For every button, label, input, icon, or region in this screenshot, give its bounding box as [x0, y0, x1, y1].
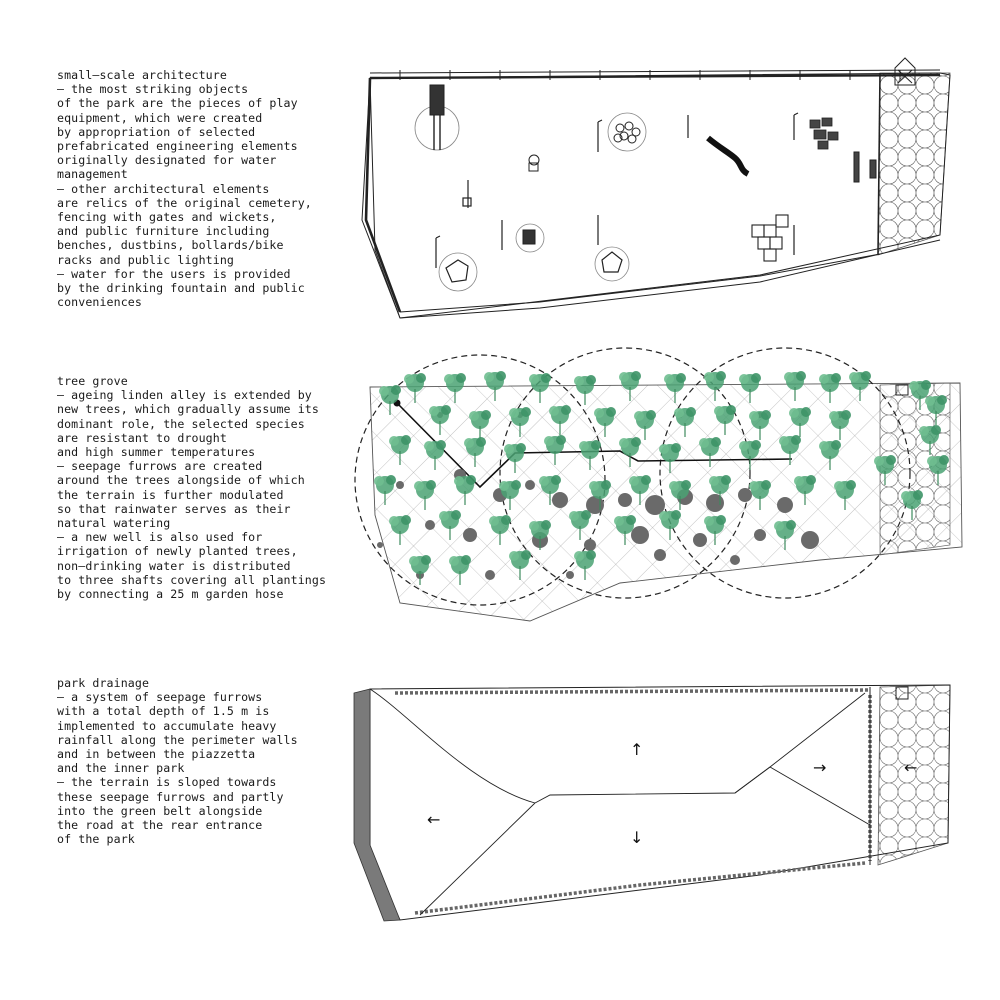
text-line: – the most striking objects [57, 82, 249, 97]
site-plan-drainage [353, 684, 951, 922]
text-line: these seepage furrows and partly [57, 789, 284, 804]
text-line: are resistant to drought [57, 430, 227, 445]
text-line: irrigation of newly planted trees, [57, 544, 298, 559]
slope-ridge-lines [369, 688, 871, 916]
drinking-fountain-icon [528, 154, 540, 172]
garden-hose-line [396, 402, 793, 489]
park-outline [369, 72, 951, 319]
drainage-arrow-down-icon: ↓ [630, 828, 644, 847]
seepage-furrows [394, 688, 872, 915]
section-park-drainage: park drainage – a system of seepage furr… [57, 676, 347, 846]
perimeter-wall [353, 688, 401, 922]
section-tree-grove: tree grove – ageing linden alley is exte… [57, 374, 347, 601]
text-line: rainfall along the perimeter walls [57, 732, 298, 747]
text-line: non–drinking water is distributed [57, 558, 291, 573]
text-line: are relics of the original cemetery, [57, 195, 312, 210]
text-line: originally designated for water [57, 153, 277, 168]
text-line: – other architectural elements [57, 181, 270, 196]
bench-icon [853, 151, 877, 183]
play-equipment-pipes [607, 112, 647, 152]
drainage-arrow-piazzetta-icon: ← [904, 758, 918, 777]
text-line: management [57, 167, 128, 182]
text-line: equipment, which were created [57, 110, 263, 125]
piazzetta-paving [877, 72, 951, 256]
drainage-arrow-right-icon: → [813, 758, 827, 777]
text-line: – a system of seepage furrows [57, 690, 263, 705]
text-line: benches, dustbins, bollards/bike [57, 238, 284, 253]
grove-outline [369, 382, 963, 622]
irrigation-radius-circles [354, 347, 911, 606]
text-line: the road at the rear entrance [57, 818, 263, 833]
play-equipment-rocks-right [594, 246, 630, 282]
text-line: of the park are the pieces of play [57, 96, 298, 111]
play-equipment-cube [515, 223, 545, 253]
text-line: by the drinking fountain and public [57, 281, 305, 296]
text-line: and the inner park [57, 761, 185, 776]
play-equipment-rocks-left [438, 252, 478, 292]
text-line: dominant role, the selected species [57, 416, 305, 431]
text-line: with a total depth of 1.5 m is [57, 704, 270, 719]
site-plan-architecture [361, 57, 951, 319]
text-line: so that rainwater serves as their [57, 501, 291, 516]
text-line: – the terrain is sloped towards [57, 775, 277, 790]
section-title: park drainage [57, 676, 150, 690]
site-plan-tree-grove [354, 347, 963, 622]
public-lighting-icon [462, 180, 472, 208]
text-line: the terrain is further modulated [57, 487, 284, 502]
text-line: – water for the users is provided [57, 266, 291, 281]
section-small-scale-architecture: small–scale architecture – the most stri… [57, 68, 347, 309]
text-line: prefabricated engineering elements [57, 139, 298, 154]
well-icon [895, 686, 909, 700]
text-line: and public furniture including [57, 224, 270, 239]
well-icon [895, 384, 909, 396]
text-line: and in between the piazzetta [57, 747, 256, 762]
text-line: by connecting a 25 m garden hose [57, 587, 284, 602]
play-equipment-tower [414, 84, 460, 151]
text-line: conveniences [57, 295, 142, 310]
drainage-arrow-up-icon: ↑ [630, 740, 644, 759]
text-line: – seepage furrows are created [57, 459, 263, 474]
text-line: around the trees alongside of which [57, 473, 305, 488]
text-line: natural watering [57, 516, 171, 531]
text-line: and high summer temperatures [57, 445, 256, 460]
section-title: tree grove [57, 374, 128, 388]
lamp-posts [435, 112, 799, 268]
text-line: racks and public lighting [57, 252, 235, 267]
text-line: by appropriation of selected [57, 124, 256, 139]
text-line: into the green belt alongside [57, 803, 263, 818]
text-line: of the park [57, 832, 135, 847]
text-line: fencing with gates and wickets, [57, 210, 277, 225]
text-line: – a new well is also used for [57, 530, 263, 545]
text-line: implemented to accumulate heavy [57, 718, 277, 733]
play-equipment-stack [809, 117, 839, 150]
entrance-gate-icon [894, 57, 916, 86]
play-equipment-wave [706, 135, 750, 177]
section-title: small–scale architecture [57, 68, 227, 82]
drainage-arrow-left-icon: ← [427, 810, 441, 829]
text-line: – ageing linden alley is extended by [57, 388, 312, 403]
play-equipment-blocks [751, 214, 789, 262]
text-line: new trees, which gradually assume its [57, 402, 319, 417]
text-line: to three shafts covering all plantings [57, 572, 327, 587]
